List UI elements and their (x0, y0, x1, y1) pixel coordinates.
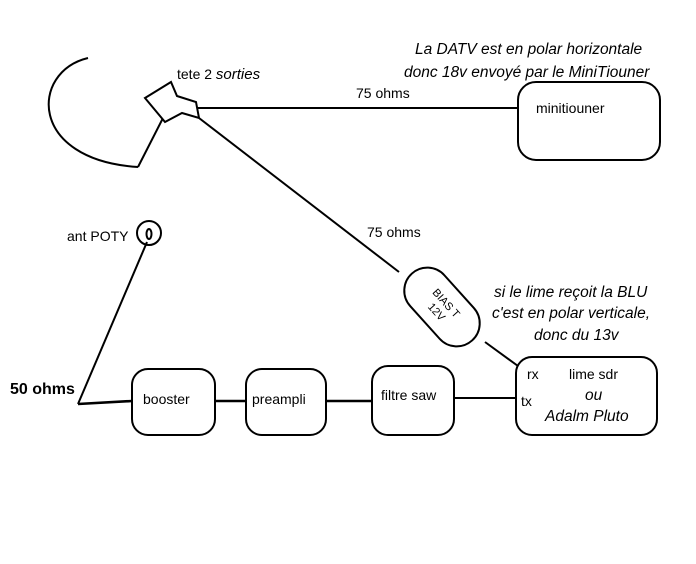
tete-label-sorties: sorties (216, 66, 261, 83)
cable-biast-lime (484, 341, 519, 367)
note-blu-line3: donc du 13v (534, 327, 620, 344)
cable-antenna-booster (77, 399, 133, 406)
minitiouner-block (517, 81, 661, 161)
minitiouner-label: minitiouner (536, 100, 605, 116)
port-rx-label: rx (527, 366, 539, 382)
ant-poty-core (145, 228, 153, 240)
cable-antenna-feed (77, 241, 148, 405)
port-tx-label: tx (521, 393, 532, 409)
lime-sdr-block (515, 356, 658, 436)
preampli-label: preampli (252, 391, 306, 407)
note-blu-line1: si le lime reçoit la BLU (494, 284, 648, 301)
tete-label: tete 2 sorties (177, 66, 261, 83)
lime-ou-label: ou (585, 387, 603, 404)
ohms-50-label: 50 ohms (10, 381, 75, 398)
booster-label: booster (143, 391, 190, 407)
note-datv-line2: donc 18v envoyé par le MiniTiouner (404, 64, 650, 81)
lime-pluto-label: Adalm Pluto (544, 408, 629, 425)
dish-reflector (47, 57, 139, 168)
ohms-75-diag-label: 75 ohms (367, 224, 421, 240)
ohms-75-top-label: 75 ohms (356, 85, 410, 101)
lnb-head-arrow (143, 80, 201, 124)
lime-title-label: lime sdr (569, 366, 618, 382)
cable-lnb-biast (198, 117, 400, 273)
note-blu-line2: c'est en polar verticale, (492, 305, 650, 322)
filtre-saw-label: filtre saw (381, 387, 437, 403)
note-datv-line1: La DATV est en polar horizontale (415, 41, 643, 58)
filtre-saw-block (371, 365, 455, 436)
dish-feed-arm (137, 117, 164, 168)
ant-poty-label: ant POTY (67, 228, 129, 244)
bias-t-block: BIAS T 12V (403, 266, 481, 348)
